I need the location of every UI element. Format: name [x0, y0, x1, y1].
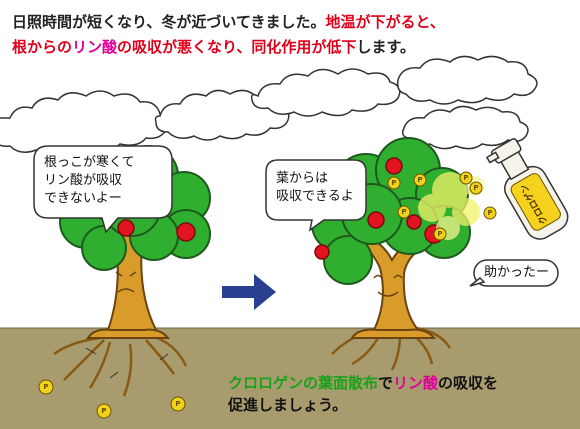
small-speech-bubble [469, 259, 559, 287]
headline: 日照時間が短くなり、冬が近づいてきました。地温が下がると、 根からのリン酸の吸収… [12, 10, 445, 60]
headline-line-1: 日照時間が短くなり、冬が近づいてきました。地温が下がると、 [12, 10, 445, 35]
leaf-phosphorus-tokens: P P P P P P P [387, 171, 497, 241]
bottom-text: で [378, 374, 394, 392]
headline-highlight-red: の吸収が悪くなり、同化作用が低下 [117, 38, 357, 56]
left-bubble-line: できないよー [44, 191, 122, 206]
left-bubble-line: 根っこが寒くて [44, 155, 135, 170]
right-arrow-icon [222, 274, 276, 310]
svg-text:P: P [487, 209, 492, 217]
headline-line-2: 根からのリン酸の吸収が悪くなり、同化作用が低下します。 [12, 35, 445, 60]
svg-text:P: P [391, 179, 396, 187]
headline-text: します。 [356, 38, 415, 56]
svg-text:P: P [101, 407, 106, 415]
cloud-right-upper [250, 68, 401, 117]
svg-text:P: P [463, 174, 468, 182]
bottom-text: の吸収を [438, 374, 499, 392]
right-speech-bubble [265, 159, 367, 232]
left-bubble-text: 根っこが寒くて リン酸が吸収 できないよー [44, 154, 135, 208]
headline-text: 日照時間が短くなり、冬が近づいてきました。 [12, 13, 326, 31]
sprayer-bottle: クロロゲン [485, 138, 569, 240]
root-phosphorus-tokens: P P P [38, 379, 186, 419]
cloud-right-top [396, 55, 538, 105]
headline-highlight-magenta: リン酸 [72, 38, 118, 56]
svg-text:P: P [417, 176, 422, 184]
small-bubble-text: 助かったー [484, 265, 550, 280]
bottom-highlight-green: クロロゲンの葉面散布 [228, 374, 379, 392]
bottom-line-2: 促進しましょう。 [228, 396, 348, 414]
right-tree [311, 137, 471, 371]
svg-text:P: P [43, 383, 48, 391]
right-bubble-line: 葉からは [276, 171, 329, 186]
bottom-highlight-magenta: リン酸 [393, 374, 439, 392]
cloud-right-lower [401, 105, 529, 150]
svg-text:P: P [175, 400, 180, 408]
svg-text:P: P [437, 230, 442, 238]
bottom-line-1: クロロゲンの葉面散布でリン酸の吸収を [228, 372, 498, 394]
svg-text:P: P [401, 208, 406, 216]
headline-highlight-red: 根からの [12, 38, 73, 56]
bottom-message: クロロゲンの葉面散布でリン酸の吸収を 促進しましょう。 [228, 372, 498, 416]
right-bubble-text: 葉からは 吸収できるよ [276, 170, 354, 206]
headline-highlight-red: 地温が下がると、 [325, 13, 445, 31]
left-bubble-line: リン酸が吸収 [44, 173, 123, 188]
right-bubble-line: 吸収できるよ [276, 189, 354, 204]
cloud-left [0, 90, 169, 155]
svg-text:P: P [473, 184, 478, 192]
left-speech-bubble [33, 145, 173, 234]
